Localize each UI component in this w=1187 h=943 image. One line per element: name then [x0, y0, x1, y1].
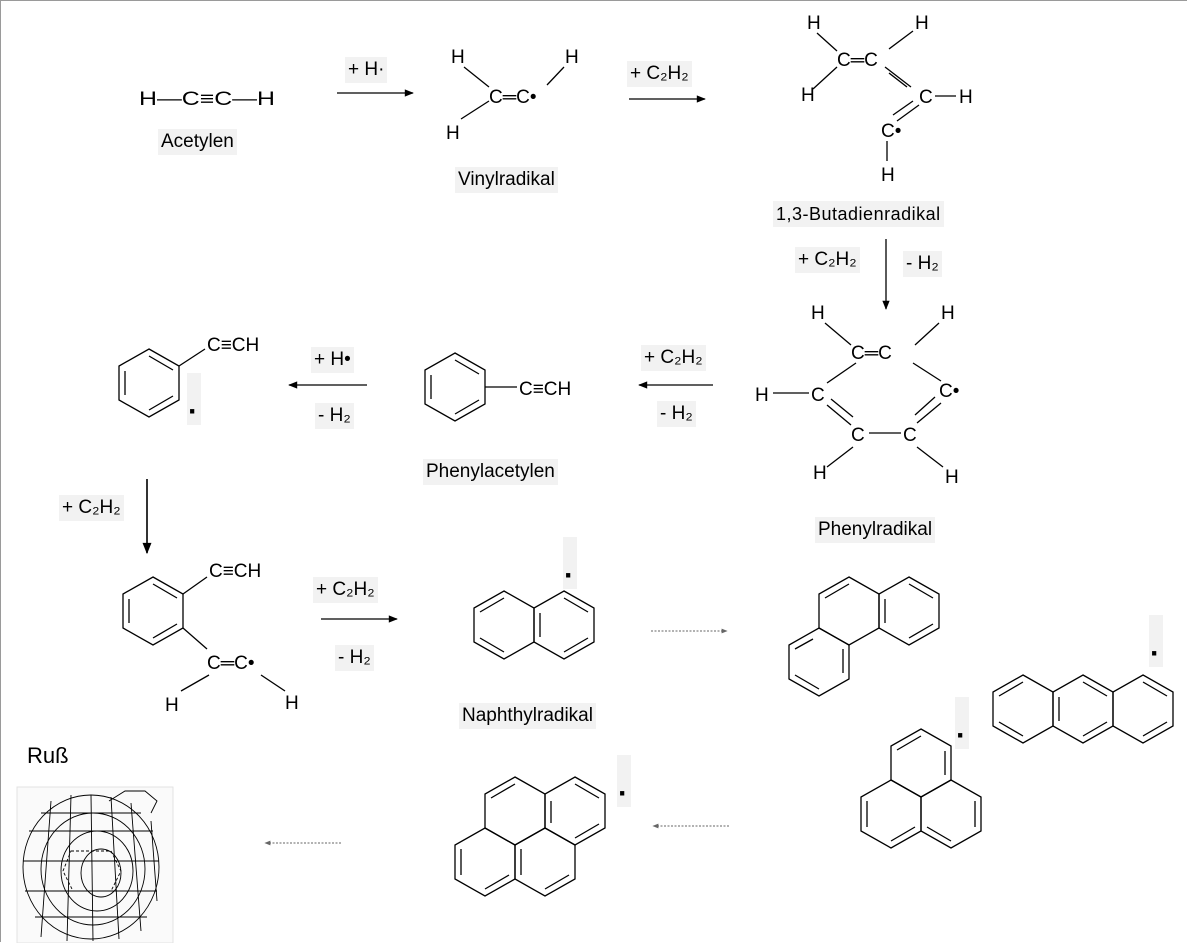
label-phenylradikal: Phenylradikal: [815, 517, 936, 543]
cond-plus-c2h2-3: + C₂H₂: [641, 345, 706, 371]
svg-text:H: H: [941, 303, 955, 324]
label-russ: Ruß: [27, 743, 69, 768]
svg-text:·: ·: [564, 559, 574, 592]
vinyl-h1: H: [451, 47, 465, 68]
svg-text:H: H: [915, 13, 929, 34]
svg-text:C═C: C═C: [851, 343, 892, 364]
svg-text:H: H: [881, 165, 895, 186]
svg-text:C≡CH: C≡CH: [207, 335, 259, 356]
svg-text:H: H: [811, 303, 825, 324]
label-acetylen: Acetylen: [158, 129, 237, 155]
naphthyl-radical-structure: [473, 590, 595, 660]
label-phenylacetylen: Phenylacetylen: [423, 459, 558, 485]
label-vinylradikal: Vinylradikal: [455, 167, 558, 193]
cond-minus-h2-3: - H₂: [315, 403, 354, 429]
pyrenyl-radical-structure: [454, 776, 606, 897]
radical-markers: · · · · ·: [187, 373, 1163, 810]
soot-particle-illustration: [16, 786, 174, 943]
acetylene-structure: H—C≡C—H: [139, 89, 275, 110]
svg-text:C: C: [919, 87, 933, 108]
label-naphthylradikal: Naphthylradikal: [459, 703, 596, 729]
cond-plus-c2h2-2: + C₂H₂: [795, 247, 860, 273]
svg-text:C: C: [903, 425, 917, 446]
svg-text:H: H: [959, 87, 973, 108]
cond-minus-h2-2: - H₂: [657, 401, 696, 427]
svg-text:C═C•: C═C•: [207, 653, 255, 674]
acetylene-formula: H—C≡C—H: [139, 89, 275, 110]
svg-text:C•: C•: [881, 121, 901, 142]
phenylacetylene-radical-structure: C≡CH: [118, 335, 259, 418]
cond-plus-h-dot: + H•: [311, 347, 354, 373]
svg-text:H: H: [801, 85, 815, 106]
svg-text:H: H: [945, 467, 959, 488]
ethynylvinylbenzene-structure: C≡CH C═C• H H: [122, 561, 299, 716]
phenyl-radical-structure: H H C═C H C C• C C H H: [755, 303, 959, 488]
cond-plus-c2h2-1: + C₂H₂: [627, 61, 692, 87]
svg-text:H: H: [813, 463, 827, 484]
cond-minus-h2-1: - H₂: [903, 251, 942, 277]
svg-text:C≡CH: C≡CH: [209, 561, 261, 582]
cond-plus-c2h2-4: + C₂H₂: [59, 495, 124, 521]
butadiene-radical-structure: H H H C═C C H C• H: [801, 13, 973, 186]
phenalenyl-radical-structure: [860, 728, 982, 849]
svg-text:C: C: [851, 425, 865, 446]
label-butadienradikal: 1,3-Butadienradikal: [773, 201, 944, 227]
svg-text:·: ·: [188, 395, 198, 428]
cond-plus-h-radical: + H·: [345, 57, 388, 83]
cond-plus-c2h2-5: + C₂H₂: [313, 577, 378, 603]
svg-text:·: ·: [1150, 637, 1160, 670]
cond-minus-h2-4: - H₂: [335, 645, 374, 671]
vinyl-h2: H: [446, 123, 460, 144]
svg-text:·: ·: [618, 777, 628, 810]
svg-text:H: H: [755, 385, 769, 406]
svg-text:·: ·: [956, 719, 966, 752]
svg-text:C═C: C═C: [837, 50, 878, 71]
phenanthrene-structure: [788, 576, 940, 697]
svg-text:C: C: [811, 385, 825, 406]
vinyl-radical-structure: H H H C═C•: [446, 47, 579, 144]
svg-text:H: H: [807, 13, 821, 34]
anthracenyl-radical-structure: [992, 674, 1174, 744]
vinyl-cc: C═C•: [489, 87, 537, 108]
svg-text:C≡CH: C≡CH: [519, 379, 571, 400]
svg-text:C•: C•: [939, 381, 959, 402]
svg-text:H: H: [285, 693, 299, 714]
phenylacetylene-structure: C≡CH: [424, 352, 571, 422]
vinyl-h3: H: [565, 47, 579, 68]
svg-text:H: H: [165, 695, 179, 716]
